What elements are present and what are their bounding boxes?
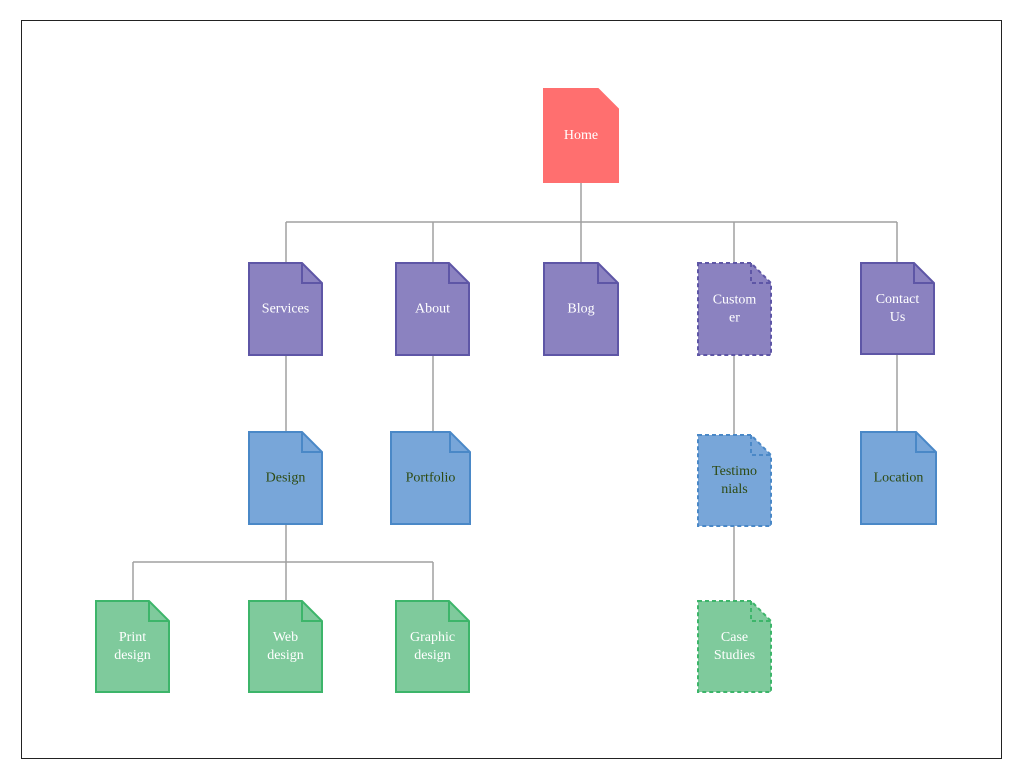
about-page-shape (395, 262, 470, 356)
node-print-design[interactable]: Print design (95, 600, 170, 693)
customer-page-shape (697, 262, 772, 356)
case-studies-page-shape (697, 600, 772, 693)
services-page-shape (248, 262, 323, 356)
design-fold-corner (301, 432, 322, 453)
web-design-fold-corner (301, 601, 322, 622)
contact-fold-corner (913, 263, 934, 284)
node-services[interactable]: Services (248, 262, 323, 356)
graphic-design-label: design (414, 648, 451, 663)
blog-fold-corner (597, 263, 618, 284)
web-design-label: Web (273, 630, 298, 645)
design-label: Design (266, 471, 306, 486)
web-design-page-shape (248, 600, 323, 693)
graphic-design-page-shape (395, 600, 470, 693)
connectors (132, 182, 898, 601)
node-customer[interactable]: Custom er (697, 262, 772, 356)
services-label: Services (262, 302, 309, 317)
web-design-label: design (267, 648, 304, 663)
case-studies-label: Studies (714, 648, 755, 663)
location-fold-corner (915, 432, 936, 453)
contact-label: Contact (876, 292, 920, 307)
portfolio-fold-corner (449, 432, 470, 453)
node-blog[interactable]: Blog (543, 262, 619, 356)
diagram-frame (21, 20, 1002, 759)
about-label: About (415, 302, 450, 317)
node-about[interactable]: About (395, 262, 470, 356)
location-label: Location (874, 471, 924, 486)
node-design[interactable]: Design (248, 431, 323, 525)
print-design-label: Print (119, 630, 146, 645)
node-graphic-design[interactable]: Graphic design (395, 600, 470, 693)
print-design-label: design (114, 648, 151, 663)
home-page-shape (543, 88, 619, 183)
contact-label: Us (890, 310, 906, 325)
design-page-shape (248, 431, 323, 525)
graphic-design-label: Graphic (410, 630, 455, 645)
blog-label: Blog (567, 302, 594, 317)
node-home[interactable]: Home (543, 88, 619, 183)
portfolio-page-shape (390, 431, 471, 525)
node-testimonials[interactable]: Testimo nials (697, 434, 772, 527)
case-studies-label: Case (721, 630, 748, 645)
blog-page-shape (543, 262, 619, 356)
home-label: Home (564, 128, 598, 143)
services-fold-corner (301, 263, 322, 284)
about-fold-corner (448, 263, 469, 284)
node-location[interactable]: Location (860, 431, 937, 525)
print-design-page-shape (95, 600, 170, 693)
testimonials-page-shape (697, 434, 772, 527)
node-portfolio[interactable]: Portfolio (390, 431, 471, 525)
node-web-design[interactable]: Web design (248, 600, 323, 693)
customer-label: er (729, 311, 740, 326)
portfolio-label: Portfolio (406, 471, 456, 486)
testimonials-label: Testimo (712, 464, 757, 479)
testimonials-label: nials (721, 482, 747, 497)
location-page-shape (860, 431, 937, 525)
contact-page-shape (860, 262, 935, 355)
print-design-fold-corner (148, 601, 169, 622)
home-fold-corner (597, 89, 618, 110)
graphic-design-fold-corner (448, 601, 469, 622)
customer-label: Custom (713, 293, 757, 308)
